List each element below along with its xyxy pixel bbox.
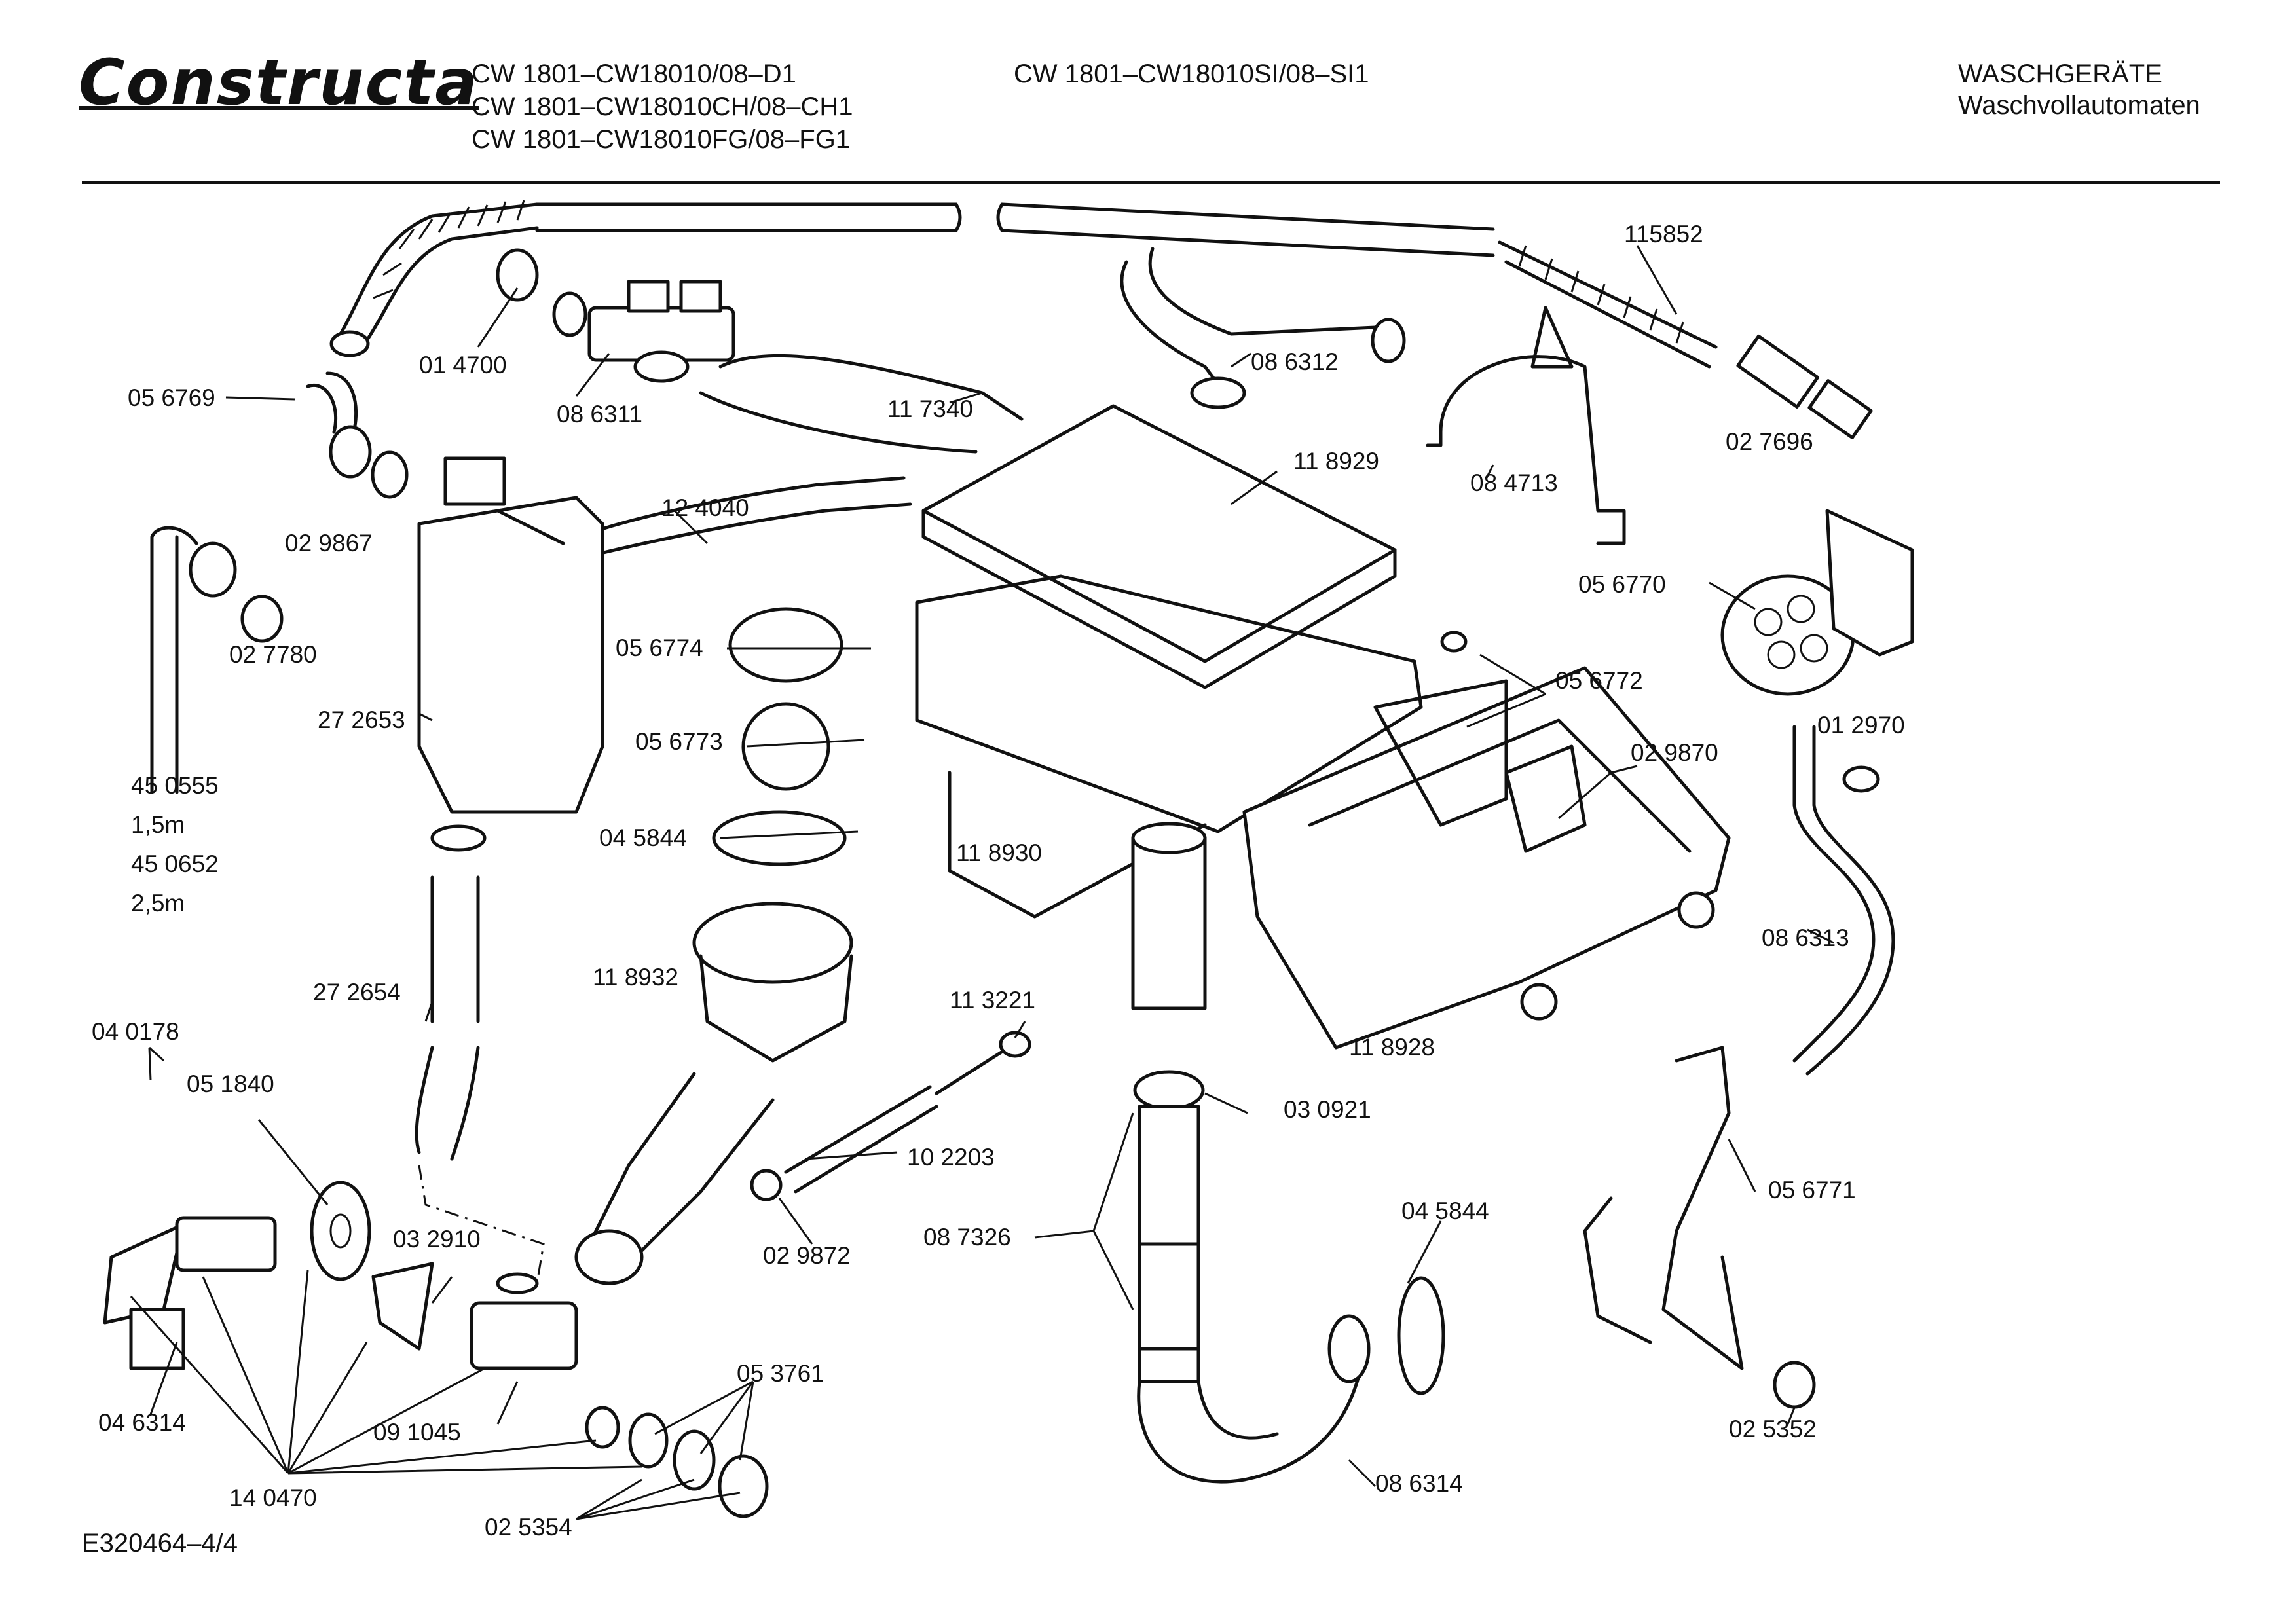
part-label: 1,5m <box>131 811 185 838</box>
hose-clamp <box>189 541 237 598</box>
model-line-1: CW 1801–CW18010/08–D1 <box>472 60 796 88</box>
bellows-drawing <box>574 902 853 1285</box>
part-label: 08 6312 <box>1251 348 1339 375</box>
part-label: 12 4040 <box>661 494 749 521</box>
model-line-2: CW 1801–CW18010CH/08–CH1 <box>472 92 853 121</box>
part-label: 05 6769 <box>128 384 215 411</box>
seal-025352 <box>1773 1361 1816 1409</box>
bracket-056771-drawing <box>1583 1046 1744 1370</box>
part-label: 45 0555 <box>131 772 219 799</box>
part-label: 02 5354 <box>485 1514 572 1541</box>
drain-hose-drawing <box>150 526 198 794</box>
rod-end <box>999 1031 1031 1058</box>
part-label: 115852 <box>1624 221 1703 247</box>
dash-connector <box>418 1165 545 1284</box>
part-label: 11 8929 <box>1293 448 1379 475</box>
part-label: 11 7340 <box>887 395 973 422</box>
corrugated-hose-drawing <box>1498 240 1873 439</box>
part-label: 05 3761 <box>737 1360 824 1387</box>
part-label: 08 6314 <box>1375 1470 1463 1497</box>
part-label: 11 8932 <box>593 964 678 991</box>
part-label: 27 2654 <box>313 979 401 1006</box>
leader-lines <box>130 245 1834 1520</box>
part-label: 08 7326 <box>923 1224 1011 1251</box>
ring-045844a <box>712 810 847 866</box>
part-label: 05 6773 <box>635 728 723 755</box>
seal-029872 <box>750 1169 783 1201</box>
part-label: 11 3221 <box>950 987 1035 1014</box>
part-label: 04 0178 <box>92 1018 179 1045</box>
part-label: 11 8928 <box>1349 1034 1435 1061</box>
seal-ring-a <box>329 425 372 479</box>
elbow-hose-drawing <box>1120 247 1377 395</box>
detergent-drawer-drawing <box>1242 631 1731 1050</box>
inlet-valve-drawing <box>496 248 735 383</box>
seal-ring-b <box>371 450 409 499</box>
container-drawing <box>417 456 604 852</box>
part-label: 03 0921 <box>1284 1096 1371 1123</box>
ball-056773 <box>741 702 830 791</box>
part-label: 10 2203 <box>907 1144 995 1171</box>
inlet-hose-drawing <box>329 200 1495 357</box>
part-label: 01 2970 <box>1817 712 1905 739</box>
hose-086313-drawing <box>1792 725 1895 1076</box>
elbow-056769-drawing <box>306 371 358 434</box>
part-label: 05 6770 <box>1578 571 1666 598</box>
part-label: 04 6314 <box>98 1409 186 1436</box>
drain-pipe-drawing <box>1133 1070 1371 1484</box>
part-label: 11 8930 <box>956 839 1042 866</box>
part-label: 02 9870 <box>1631 739 1718 766</box>
part-label: 08 6313 <box>1762 925 1849 951</box>
part-label: 05 6774 <box>616 634 703 661</box>
elbow-hose-end <box>1190 376 1246 409</box>
part-label: 09 1045 <box>373 1419 461 1446</box>
sleeve-272654-drawing <box>415 875 480 1161</box>
part-label: 08 4713 <box>1470 469 1558 496</box>
part-label: 03 2910 <box>393 1226 481 1253</box>
part-label: 05 1840 <box>187 1071 274 1097</box>
part-label: 14 0470 <box>229 1484 317 1511</box>
part-label: 04 5844 <box>1401 1198 1489 1224</box>
model-line-3: CW 1801–CW18010FG/08–FG1 <box>472 125 851 154</box>
part-label: 02 7780 <box>229 641 317 668</box>
header-rule <box>82 181 2220 184</box>
part-label: 05 6772 <box>1555 667 1643 694</box>
document-id: E320464–4/4 <box>82 1529 238 1558</box>
part-label: 02 9872 <box>763 1242 851 1269</box>
part-label: 2,5m <box>131 890 185 917</box>
part-label: 08 6311 <box>557 401 642 428</box>
seal-012970 <box>1842 765 1880 793</box>
part-label: 02 9867 <box>285 530 373 557</box>
part-label: 02 7696 <box>1726 428 1813 455</box>
part-label: 04 5844 <box>599 824 687 851</box>
part-label: 02 5352 <box>1729 1416 1817 1442</box>
ring-045844b <box>1397 1276 1445 1395</box>
dispenser-housing-drawing <box>915 404 1423 1010</box>
part-label: 45 0652 <box>131 851 219 877</box>
part-label: 27 2653 <box>318 706 405 733</box>
brand-logo: Constructa <box>79 46 479 119</box>
elbow-hose-end-2 <box>1371 318 1406 363</box>
pressure-switch-drawing <box>1720 509 1914 696</box>
seal-027780 <box>240 595 284 643</box>
pump-assembly-drawing <box>103 1181 769 1518</box>
category-subtitle: Waschvollautomaten <box>1958 91 2200 120</box>
part-label: 05 6771 <box>1768 1177 1856 1203</box>
bracket-drawing <box>1426 306 1626 545</box>
category-title: WASCHGERÄTE <box>1958 60 2162 88</box>
hose-117340-drawing <box>699 354 1024 454</box>
model-line-4: CW 1801–CW18010SI/08–SI1 <box>1014 60 1369 88</box>
seal-056774 <box>728 607 843 683</box>
part-label: 01 4700 <box>419 352 507 378</box>
